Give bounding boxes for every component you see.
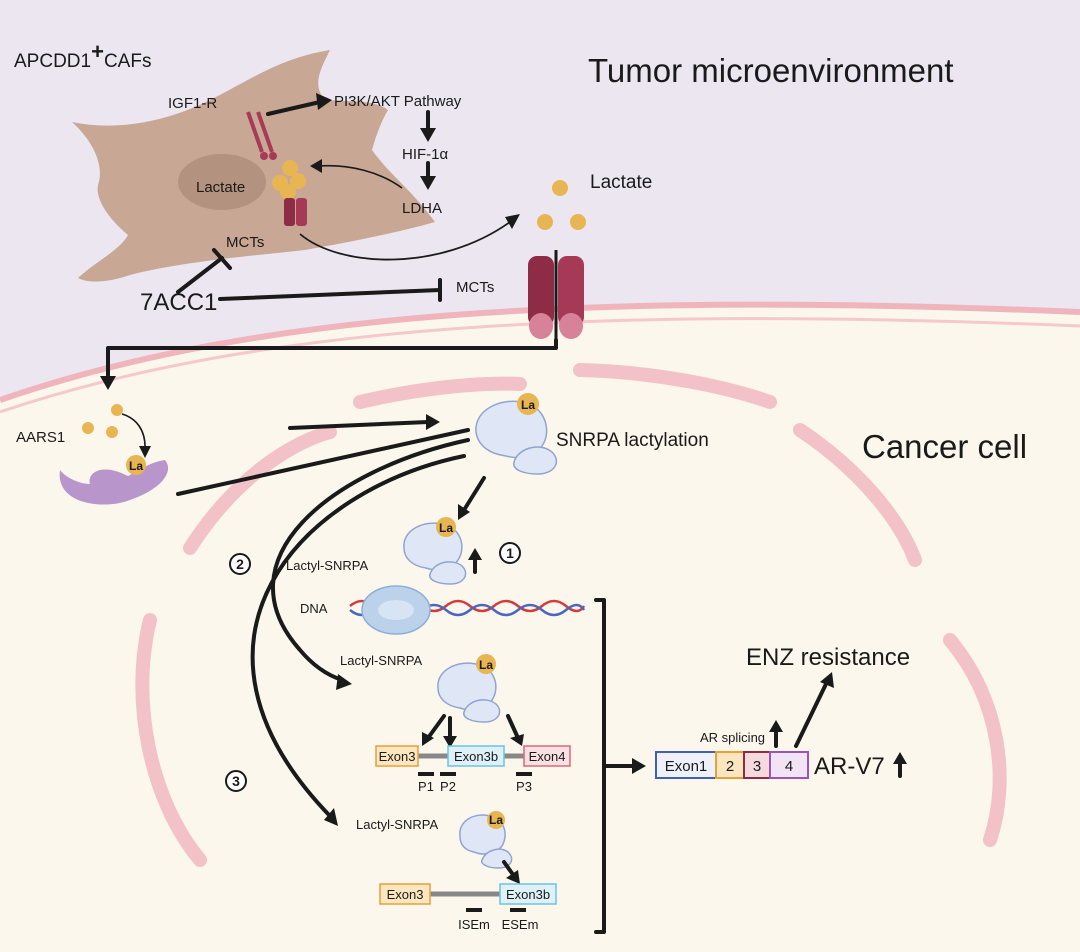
la-snrpa-3-label: La (489, 813, 503, 827)
lactate-caf-label: Lactate (196, 179, 245, 196)
lactyl-snrpa-protein-1 (403, 517, 467, 585)
7acc1-label: 7ACC1 (140, 289, 217, 316)
ar-v7-exon-structure (655, 751, 809, 779)
esem-label: ESEm (502, 917, 539, 932)
exon4-label: Exon4 (529, 749, 566, 764)
lactate-extracellular-label: Lactate (590, 172, 652, 193)
cancer-cell-label: Cancer cell (862, 428, 1027, 465)
lactyl-snrpa-protein-3 (459, 811, 513, 869)
la-aars1-label: La (129, 459, 143, 473)
caf-pathway-arrows (100, 93, 558, 458)
lactate-molecules-caf (272, 160, 306, 200)
lactyl-snrpa-label-3: Lactyl-SNRPA (356, 817, 438, 832)
ar-splicing-label: AR splicing (700, 730, 765, 745)
exon3-label-1: Exon3 (379, 749, 416, 764)
exon-structure-ese (379, 883, 557, 912)
p2-label: P2 (440, 779, 456, 794)
lactyl-snrpa-label-1: Lactyl-SNRPA (286, 558, 368, 573)
dna-label: DNA (300, 601, 328, 616)
exon3-ar-label: 3 (753, 758, 761, 775)
step-1-label: 1 (506, 545, 514, 561)
exon3b-label-2: Exon3b (506, 887, 550, 902)
lactyl-snrpa-label-2: Lactyl-SNRPA (340, 653, 422, 668)
igf1r-receptor-icon (246, 111, 277, 160)
caf-nucleus (178, 154, 266, 210)
lactyl-snrpa-protein-2 (437, 654, 501, 723)
exon3-label-2: Exon3 (387, 887, 424, 902)
la-main-label: La (521, 398, 535, 412)
cancer-cell-membrane-inner (0, 317, 1080, 414)
exon1-label: Exon1 (665, 758, 708, 775)
la-snrpa-1-label: La (439, 521, 453, 535)
p1-label: P1 (418, 779, 434, 794)
snrpa-lactylation-label: SNRPA lactylation (556, 430, 709, 451)
exon3b-label-1: Exon3b (454, 749, 498, 764)
isem-label: ISEm (458, 917, 490, 932)
igf1r-label: IGF1-R (168, 95, 217, 112)
caf-title: APCDD1+CAFs (14, 39, 151, 72)
mcts-caf-label: MCTs (226, 234, 264, 251)
p3-label: P3 (516, 779, 532, 794)
tumor-microenvironment-label: Tumor microenvironment (588, 52, 954, 89)
aars1-label: AARS1 (16, 429, 65, 446)
la-snrpa-2-label: La (479, 658, 493, 672)
exon2-label: 2 (726, 758, 734, 775)
step-2-label: 2 (236, 556, 244, 572)
aars1-icon (59, 404, 169, 505)
step-3-label: 3 (232, 773, 240, 789)
step-markers (225, 542, 521, 792)
dna-helix-icon (349, 585, 586, 635)
ar-v7-label: AR-V7 (814, 753, 885, 780)
ldha-label: LDHA (402, 200, 442, 217)
hif1a-label: HIF-1α (402, 146, 449, 163)
snrpa-protein-main (475, 393, 558, 475)
exon-structure-p (375, 745, 571, 776)
cancer-cell-body (0, 304, 1080, 952)
cancer-cell-arrows (176, 414, 907, 934)
enz-resistance-label: ENZ resistance (746, 644, 910, 671)
lactate-molecules-extracellular (537, 180, 586, 230)
mcts-membrane-label: MCTs (456, 279, 494, 296)
mct-caf-icon (284, 198, 307, 226)
exon4-ar-label: 4 (785, 758, 793, 775)
pi3k-akt-label: PI3K/AKT Pathway (334, 93, 462, 110)
organelle-membranes (135, 363, 1007, 867)
cancer-cell-membrane-outer (0, 301, 1080, 403)
mct-membrane-icon (528, 250, 584, 340)
